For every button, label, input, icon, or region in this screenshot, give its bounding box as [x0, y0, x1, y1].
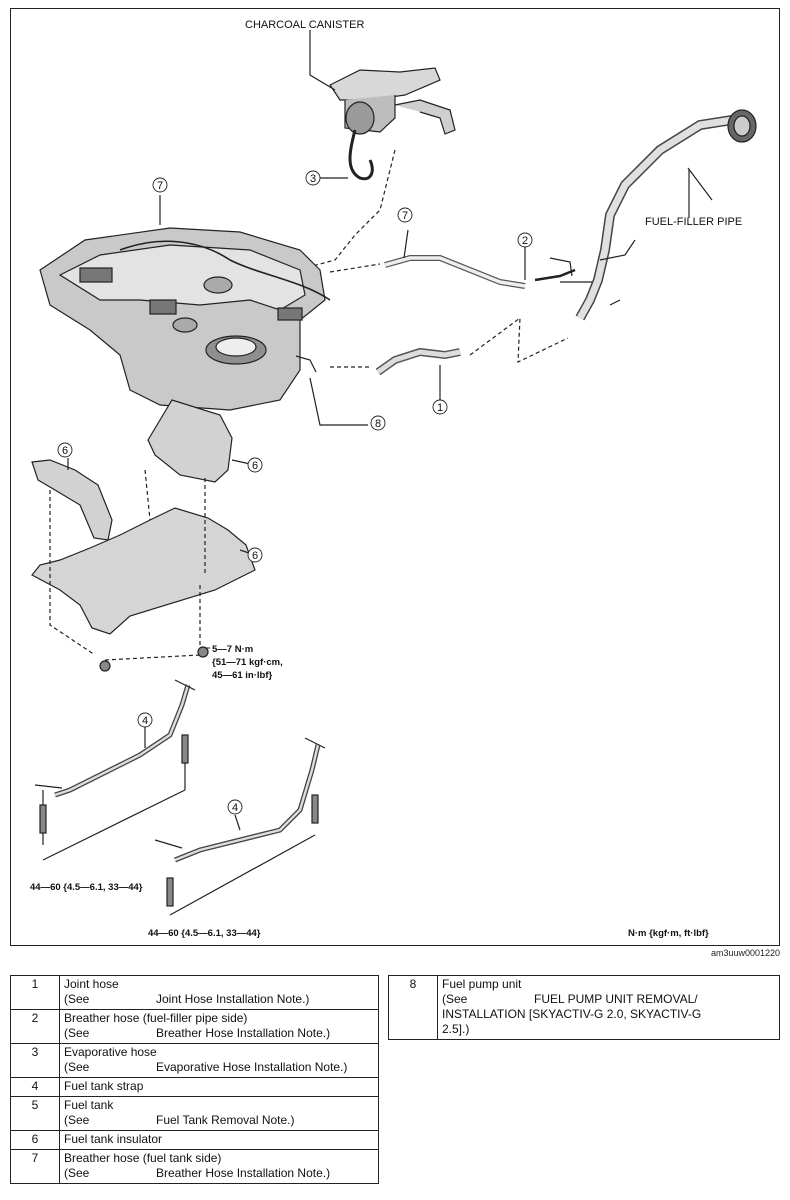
fuel-tank: [39, 227, 331, 411]
see-text: (See: [64, 1026, 90, 1040]
part-name: Fuel tank: [64, 1098, 114, 1112]
label-units: N·m {kgf·m, ft·lbf}: [628, 928, 709, 939]
part-description: Fuel tank (See Fuel Tank Removal Note.): [59, 1096, 379, 1131]
callout-4a: 4: [142, 715, 148, 727]
part-name: Breather hose (fuel-filler pipe side): [64, 1011, 248, 1025]
note-link-cont[interactable]: 2.5].): [442, 1022, 470, 1036]
part-number: 1: [10, 975, 60, 1010]
fuel-filler-pipe: [575, 109, 757, 321]
table-row: 1 Joint hose (See Joint Hose Installation…: [10, 975, 379, 1010]
part-name: Fuel pump unit: [442, 977, 522, 991]
part-description: Breather hose (fuel-filler pipe side) (S…: [59, 1009, 379, 1044]
part-description: Breather hose (fuel tank side) (See Breat…: [59, 1149, 379, 1184]
part-name: Breather hose (fuel tank side): [64, 1151, 222, 1165]
callout-4b: 4: [232, 802, 238, 814]
part-number: 6: [10, 1130, 60, 1150]
fuel-tank-straps: [34, 679, 326, 916]
label-torque-insulator-1: 5—7 N·m: [212, 644, 253, 655]
part-name: Fuel tank insulator: [64, 1132, 163, 1146]
callout-8: 8: [375, 418, 381, 430]
fuel-tank-insulators: [31, 399, 256, 672]
part-number: 8: [388, 975, 438, 1040]
parts-table-right: 8 Fuel pump unit (See FUEL PUMP UNIT REMO…: [388, 975, 780, 1040]
callouts: [57, 170, 533, 815]
evap-leader: [269, 149, 396, 271]
see-text: (See: [64, 992, 90, 1006]
note-link[interactable]: Breather Hose Installation Note.): [156, 1026, 331, 1040]
part-description: Fuel pump unit (See FUEL PUMP UNIT REMOVA…: [437, 975, 780, 1040]
part-description: Fuel tank strap: [59, 1077, 379, 1097]
label-torque-strap-right: 44—60 {4.5—6.1, 33—44}: [148, 928, 261, 939]
label-torque-strap-left: 44—60 {4.5—6.1, 33—44}: [30, 882, 143, 893]
table-row: 6 Fuel tank insulator: [10, 1130, 379, 1150]
callout-1: 1: [437, 402, 443, 414]
note-link-cont[interactable]: INSTALLATION [SKYACTIV-G 2.0, SKYACTIV-G: [442, 1007, 702, 1021]
evaporative-hose: [348, 129, 374, 181]
part-name: Joint hose: [64, 977, 119, 991]
callout-3: 3: [310, 173, 316, 185]
note-link[interactable]: Joint Hose Installation Note.): [156, 992, 310, 1006]
label-torque-insulator-3: 45—61 in·lbf}: [212, 670, 272, 681]
callout-5: 7: [157, 180, 163, 192]
part-name: Fuel tank strap: [64, 1079, 144, 1093]
diagram-frame: [10, 8, 780, 946]
see-text: (See: [64, 1113, 90, 1127]
image-id: am3uuw0001220: [710, 948, 780, 958]
note-link[interactable]: Evaporative Hose Installation Note.): [156, 1060, 348, 1074]
part-description: Fuel tank insulator: [59, 1130, 379, 1150]
note-link[interactable]: FUEL PUMP UNIT REMOVAL/: [534, 992, 698, 1006]
exploded-diagram: 7 3 7 2 1 8 6 6 6 4 4 CHARCOAL CANISTER …: [30, 19, 757, 939]
part-number: 7: [10, 1149, 60, 1184]
callout-2: 2: [522, 235, 528, 247]
table-row: 2 Breather hose (fuel-filler pipe side) …: [10, 1009, 379, 1044]
parts-table-left: 1 Joint hose (See Joint Hose Installation…: [10, 975, 379, 1184]
table-row: 4 Fuel tank strap: [10, 1077, 379, 1097]
part-number: 2: [10, 1009, 60, 1044]
part-description: Evaporative hose (See Evaporative Hose In…: [59, 1043, 379, 1078]
label-charcoal-canister: CHARCOAL CANISTER: [245, 19, 364, 31]
part-number: 5: [10, 1096, 60, 1131]
note-link[interactable]: Breather Hose Installation Note.): [156, 1166, 331, 1180]
see-text: (See: [64, 1166, 90, 1180]
note-link[interactable]: Fuel Tank Removal Note.): [156, 1113, 295, 1127]
part-description: Joint hose (See Joint Hose Installation N…: [59, 975, 379, 1010]
table-row: 5 Fuel tank (See Fuel Tank Removal Note.): [10, 1096, 379, 1131]
callout-6c: 6: [252, 550, 258, 562]
see-text: (See: [64, 1060, 90, 1074]
callout-6a: 6: [62, 445, 68, 457]
callout-6b: 6: [252, 460, 258, 472]
label-torque-insulator-2: {51—71 kgf·cm,: [212, 657, 283, 668]
label-fuel-filler-pipe: FUEL-FILLER PIPE: [645, 216, 742, 228]
part-number: 3: [10, 1043, 60, 1078]
table-row: 3 Evaporative hose (See Evaporative Hose …: [10, 1043, 379, 1078]
see-text: (See: [442, 992, 468, 1006]
table-row: 8 Fuel pump unit (See FUEL PUMP UNIT REMO…: [388, 975, 780, 1040]
part-number: 4: [10, 1077, 60, 1097]
callout-7: 7: [402, 210, 408, 222]
charcoal-canister: [309, 30, 456, 135]
part-name: Evaporative hose: [64, 1045, 157, 1059]
